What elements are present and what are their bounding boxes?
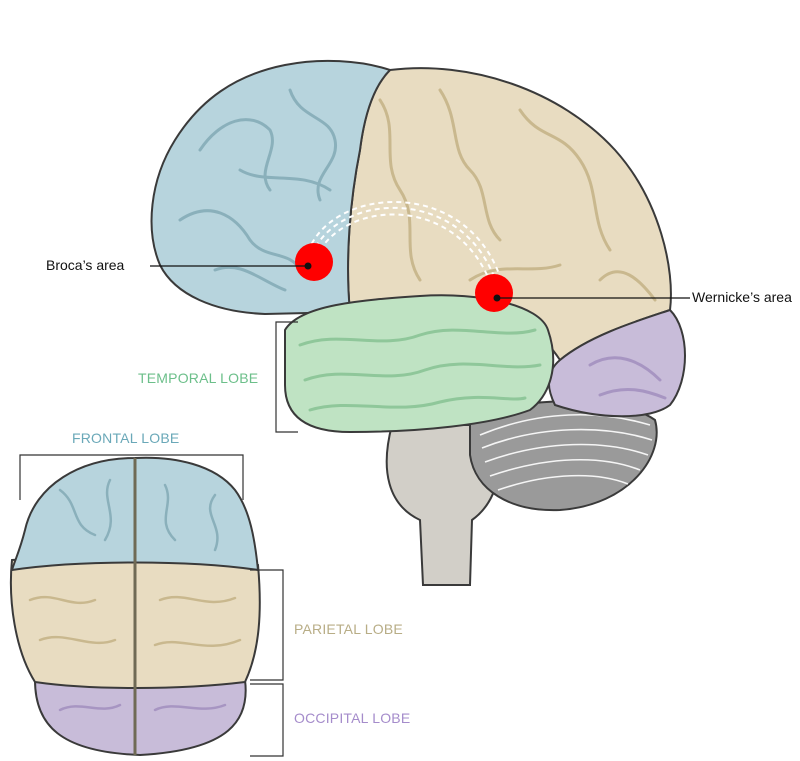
temporal-bracket	[275, 321, 298, 433]
superior-brain-view	[9, 454, 284, 757]
occipital-gyri-top	[58, 703, 227, 712]
parietal-gyri-top	[28, 595, 242, 648]
occipital-region-lateral	[548, 308, 686, 418]
parietal-lobe-label: PARIETAL LOBE	[294, 621, 403, 637]
broca-area-marker	[295, 243, 333, 281]
arcuate-fasciculus	[307, 200, 504, 291]
parietal-gyri	[378, 88, 657, 302]
frontal-lobe-label: FRONTAL LOBE	[72, 430, 180, 446]
broca-area-label: Broca’s area	[46, 257, 125, 273]
occipital-lobe-label: OCCIPITAL LOBE	[294, 710, 411, 726]
temporal-gyri	[298, 328, 542, 412]
occipital-bracket	[250, 683, 284, 757]
temporal-lobe-label: TEMPORAL LOBE	[138, 370, 259, 386]
frontal-gyri-top	[58, 478, 219, 552]
parietal-bracket	[250, 569, 284, 681]
occipital-gyri	[588, 356, 667, 400]
frontal-region-lateral	[150, 59, 392, 316]
frontal-bracket	[19, 454, 244, 500]
temporal-region-lateral	[284, 294, 555, 434]
wernicke-area-label: Wernicke’s area	[692, 289, 792, 305]
frontal-gyri	[178, 88, 338, 292]
lateral-brain-view	[150, 59, 690, 586]
wernicke-area-marker	[475, 274, 513, 312]
cerebellum-folia	[479, 413, 653, 491]
